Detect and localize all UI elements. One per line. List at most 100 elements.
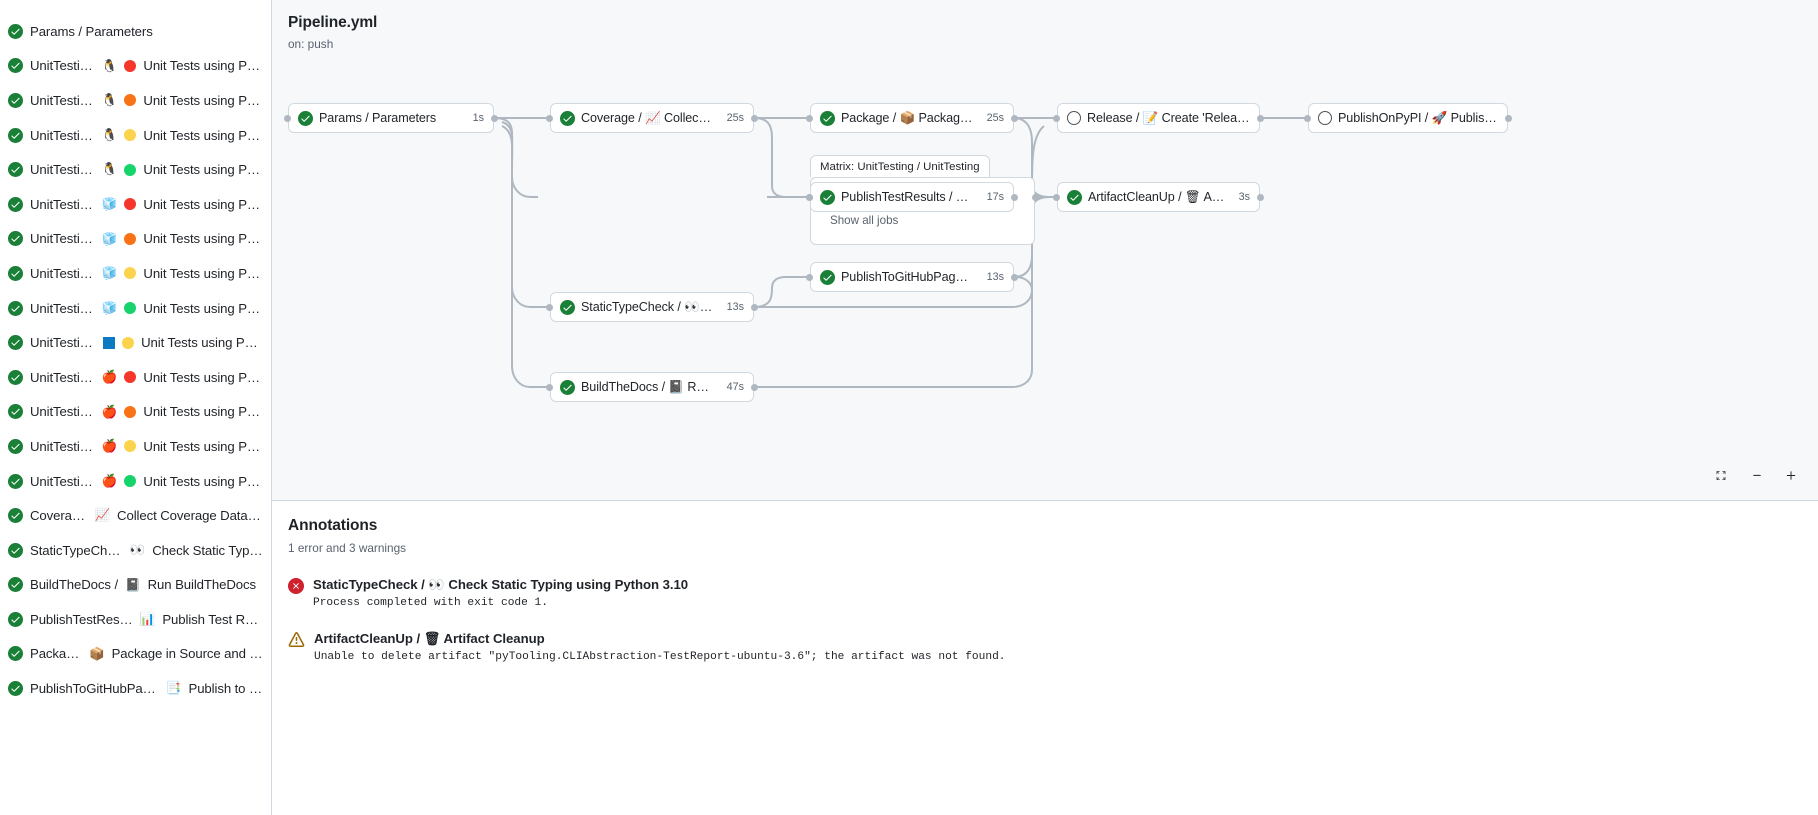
check-circle-icon — [560, 110, 575, 126]
sidebar-job-6[interactable]: UnitTesting /🧊Unit Tests using Pyth... — [0, 222, 271, 257]
sidebar-job-13[interactable]: UnitTesting /🍎Unit Tests using Pyth... — [0, 464, 271, 499]
graph-node-params-output-handle[interactable] — [491, 114, 498, 122]
check-circle-icon — [8, 404, 23, 420]
zoom-out-button[interactable] — [1746, 464, 1768, 486]
graph-node-docs-input-handle[interactable] — [546, 383, 553, 391]
sidebar-job-step: Unit Tests using Pyth... — [143, 404, 263, 420]
sidebar-job-5[interactable]: UnitTesting /🧊Unit Tests using Pyth... — [0, 187, 271, 222]
sidebar-job-15[interactable]: StaticTypeCheck /👀Check Static Typing... — [0, 533, 271, 568]
python-version-dot-icon — [124, 267, 137, 280]
os-emoji-icon: 📓 — [125, 577, 141, 592]
sidebar-job-name: UnitTesting / — [30, 127, 95, 143]
check-circle-icon — [8, 127, 23, 143]
sidebar-job-step: Unit Tests using Pyth... — [143, 92, 263, 108]
matrix-output-handle[interactable] — [1032, 194, 1039, 201]
graph-node-label: PublishOnPyPI / 🚀 Publish to ... — [1338, 110, 1498, 125]
warning-icon — [288, 632, 305, 663]
sidebar-job-step: Collect Coverage Data usi... — [117, 508, 263, 524]
os-emoji-icon: 👀 — [129, 542, 146, 557]
sidebar-job-2[interactable]: UnitTesting /🐧Unit Tests using Pyth... — [0, 83, 271, 118]
graph-node-params-input-handle[interactable] — [284, 114, 291, 122]
graph-node-coverage-input-handle[interactable] — [546, 114, 553, 122]
graph-node-ptr[interactable]: PublishTestResults / 📊 Pu...17s — [810, 182, 1014, 212]
check-circle-icon — [8, 473, 23, 489]
sidebar-job-4[interactable]: UnitTesting /🐧Unit Tests using Pyth... — [0, 152, 271, 187]
sidebar-job-8[interactable]: UnitTesting /🧊Unit Tests using Pyth... — [0, 291, 271, 326]
sidebar-job-10[interactable]: UnitTesting /🍎Unit Tests using Pyth... — [0, 360, 271, 395]
graph-node-pages-input-handle[interactable] — [806, 273, 813, 281]
graph-node-coverage[interactable]: Coverage / 📈 Collect Cove...25s — [550, 103, 754, 133]
graph-node-duration: 25s — [726, 112, 744, 124]
graph-node-acu[interactable]: ArtifactCleanUp / 🗑 Artifac...3s — [1057, 182, 1260, 212]
graph-node-acu-output-handle[interactable] — [1257, 193, 1264, 201]
python-version-dot-icon — [124, 59, 137, 72]
graph-node-package-output-handle[interactable] — [1011, 114, 1018, 122]
graph-node-release[interactable]: Release / 📝 Create 'Release P... — [1057, 103, 1260, 133]
python-version-dot-icon — [124, 198, 137, 211]
graph-zoom-controls — [1710, 464, 1802, 486]
graph-node-ptr-output-handle[interactable] — [1011, 193, 1018, 201]
os-emoji-icon: 🍎 — [101, 404, 118, 419]
graph-node-acu-input-handle[interactable] — [1053, 193, 1060, 201]
graph-node-release-output-handle[interactable] — [1257, 114, 1264, 122]
sidebar-job-0[interactable]: Params / Parameters — [0, 14, 271, 49]
check-circle-icon — [8, 438, 23, 454]
sidebar-job-step: Unit Tests using Pyth... — [143, 231, 263, 247]
graph-node-pypi-input-handle[interactable] — [1304, 114, 1311, 122]
graph-node-stc-output-handle[interactable] — [751, 303, 758, 311]
zoom-buttons — [1746, 464, 1802, 486]
sidebar-job-14[interactable]: Coverage /📈Collect Coverage Data usi... — [0, 498, 271, 533]
check-circle-icon — [8, 577, 23, 593]
fullscreen-icon[interactable] — [1710, 464, 1732, 486]
sidebar-job-7[interactable]: UnitTesting /🧊Unit Tests using Pyth... — [0, 256, 271, 291]
check-circle-icon — [8, 58, 23, 74]
zoom-in-button[interactable] — [1780, 464, 1802, 486]
sidebar-job-17[interactable]: PublishTestResults /📊Publish Test Resu..… — [0, 602, 271, 637]
graph-node-stc[interactable]: StaticTypeCheck / 👀 Chec...13s — [550, 292, 754, 322]
sidebar-job-11[interactable]: UnitTesting /🍎Unit Tests using Pyth... — [0, 395, 271, 430]
graph-node-label: PublishTestResults / 📊 Pu... — [841, 189, 973, 204]
os-emoji-icon: 🧊 — [101, 231, 118, 246]
os-emoji-icon: 📦 — [89, 646, 105, 661]
sidebar-job-3[interactable]: UnitTesting /🐧Unit Tests using Pyth... — [0, 118, 271, 153]
graph-node-duration: 25s — [986, 112, 1004, 124]
workflow-graph-card: Pipeline.yml on: push — [272, 0, 1818, 501]
os-emoji-icon: 🍎 — [101, 369, 118, 384]
graph-node-pages[interactable]: PublishToGitHubPages / 📑 ...13s — [810, 262, 1014, 292]
graph-node-docs[interactable]: BuildTheDocs / 📓 Run Buil...47s — [550, 372, 754, 402]
show-all-jobs-link[interactable]: Show all jobs — [830, 214, 899, 227]
sidebar-job-1[interactable]: UnitTesting /🐧Unit Tests using Pyth... — [0, 49, 271, 84]
graph-node-stc-input-handle[interactable] — [546, 303, 553, 311]
python-version-dot-icon — [124, 405, 137, 418]
graph-node-release-input-handle[interactable] — [1053, 114, 1060, 122]
sidebar-job-16[interactable]: BuildTheDocs /📓Run BuildTheDocs — [0, 568, 271, 603]
graph-node-pypi-output-handle[interactable] — [1505, 114, 1512, 122]
annotation-header: StaticTypeCheck / 👀 Check Static Typing … — [313, 577, 689, 592]
graph-node-coverage-output-handle[interactable] — [751, 114, 758, 122]
graph-node-ptr-input-handle[interactable] — [806, 193, 813, 201]
sidebar-job-12[interactable]: UnitTesting /🍎Unit Tests using Pyth... — [0, 429, 271, 464]
python-version-dot-icon — [124, 129, 137, 142]
os-emoji-icon: 🐧 — [101, 58, 118, 73]
check-circle-icon — [560, 379, 575, 395]
graph-node-duration: 47s — [726, 381, 744, 393]
sidebar-job-name: UnitTesting / — [30, 92, 95, 108]
graph-node-package[interactable]: Package / 📦 Package in So...25s — [810, 103, 1014, 133]
graph-node-duration: 1s — [472, 112, 484, 124]
sidebar-job-step: Unit Tests using Pyth... — [143, 265, 263, 281]
sidebar-job-name: Params / Parameters — [30, 23, 153, 39]
sidebar-job-18[interactable]: Package /📦Package in Source and Wh... — [0, 637, 271, 672]
graph-node-pypi[interactable]: PublishOnPyPI / 🚀 Publish to ... — [1308, 103, 1508, 133]
sidebar-job-19[interactable]: PublishToGitHubPages /📑Publish to G... — [0, 671, 271, 706]
sidebar-job-9[interactable]: UnitTesting /Unit Tests using Pyth... — [0, 325, 271, 360]
graph-node-package-input-handle[interactable] — [806, 114, 813, 122]
trigger-label: on: push — [288, 37, 334, 51]
sidebar-job-step: Run BuildTheDocs — [147, 577, 256, 593]
annotations-title: Annotations — [288, 517, 378, 534]
graph-node-docs-output-handle[interactable] — [751, 383, 758, 391]
graph-node-pages-output-handle[interactable] — [1011, 273, 1018, 281]
